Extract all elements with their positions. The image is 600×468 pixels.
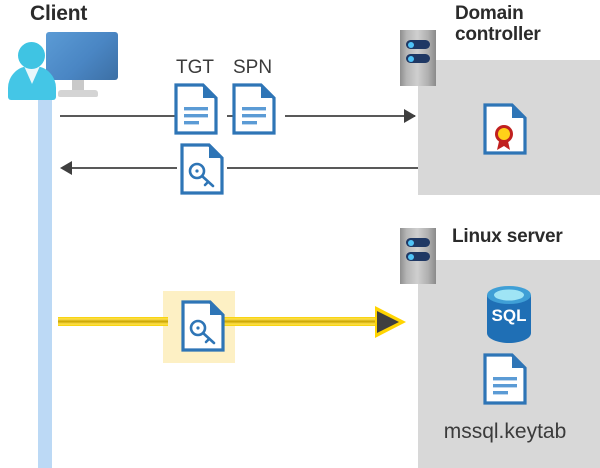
response-arrow-line <box>72 167 177 169</box>
request-arrow-line <box>227 115 237 117</box>
certificate-document-icon <box>483 103 527 155</box>
keytab-document-icon <box>483 353 527 405</box>
service-ticket-document-highlighted-icon <box>181 300 225 352</box>
arrow-right-highlighted-inner-icon <box>377 311 399 333</box>
monitor-screen-icon <box>46 32 118 80</box>
monitor-base-icon <box>58 90 98 97</box>
ticket-arrow-line <box>224 317 380 326</box>
domain-controller-server-rack-icon <box>400 30 436 86</box>
spn-document-icon <box>232 83 276 135</box>
spn-label: SPN <box>233 57 273 78</box>
arrow-right-icon <box>404 109 416 123</box>
service-ticket-document-icon <box>180 143 224 195</box>
ticket-arrow-line <box>58 317 168 326</box>
arrow-left-icon <box>60 161 72 175</box>
sql-database-icon: SQL <box>487 286 531 343</box>
linux-server-rack-icon <box>400 228 436 284</box>
sql-badge-text: SQL <box>492 306 527 325</box>
linux-server-title: Linux server <box>452 226 563 247</box>
client-workstation-icon <box>8 30 118 100</box>
response-arrow-line <box>227 167 418 169</box>
server-led-icon <box>406 54 430 63</box>
keytab-filename-label: mssql.keytab <box>443 420 567 443</box>
tgt-label: TGT <box>176 57 214 78</box>
person-collar-icon <box>24 66 40 84</box>
person-head-icon <box>18 42 45 69</box>
server-led-icon <box>406 238 430 247</box>
server-led-icon <box>406 40 430 49</box>
request-arrow-line <box>285 115 415 117</box>
client-lifeline <box>38 88 52 468</box>
monitor-neck-icon <box>72 80 84 92</box>
tgt-document-icon <box>174 83 218 135</box>
server-led-icon <box>406 252 430 261</box>
domain-controller-title: Domain controller <box>455 3 541 46</box>
client-title: Client <box>30 2 88 25</box>
request-arrow-line <box>60 115 175 117</box>
